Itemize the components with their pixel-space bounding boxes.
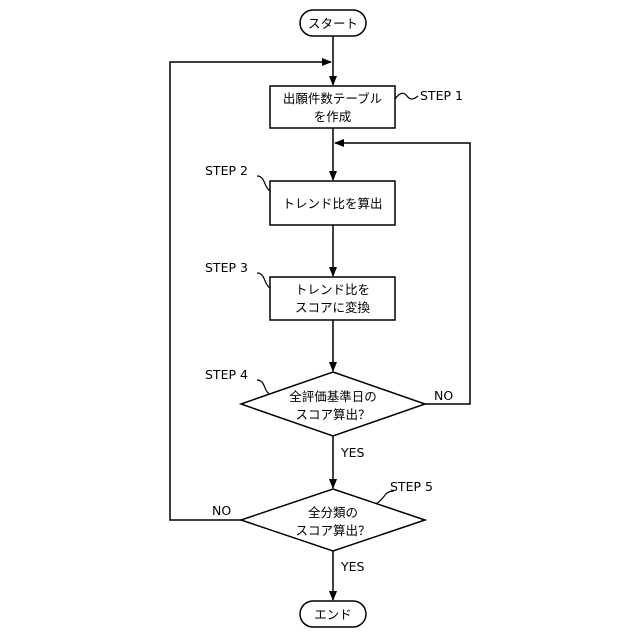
step1-leader — [395, 93, 418, 99]
step5-tag: STEP 5 — [390, 479, 433, 494]
step3-line2: スコアに変換 — [295, 300, 371, 315]
step4-no-label: NO — [434, 388, 453, 403]
step5-line1: 全分類の — [308, 505, 358, 520]
step5-diamond — [241, 489, 425, 551]
step3-tag: STEP 3 — [205, 260, 248, 275]
step5-no-label: NO — [212, 503, 231, 518]
end-terminal: エンド — [300, 601, 366, 627]
step2-process: STEP 2 トレンド比を算出 — [205, 163, 395, 225]
step4-line1: 全評価基準日の — [289, 389, 377, 404]
step1-line2: を作成 — [314, 109, 352, 124]
step4-line2: スコア算出？ — [295, 407, 370, 422]
end-label: エンド — [314, 607, 352, 622]
step4-diamond — [241, 372, 425, 436]
step5-line2: スコア算出？ — [295, 523, 370, 538]
start-label: スタート — [308, 16, 358, 31]
step1-line1: 出願件数テーブル — [283, 91, 382, 106]
step2-line1: トレンド比を算出 — [282, 196, 382, 211]
step4-yes-label: YES — [340, 445, 365, 460]
step2-tag: STEP 2 — [205, 163, 248, 178]
step1-process: 出願件数テーブル を作成 STEP 1 — [270, 86, 463, 128]
step4-tag: STEP 4 — [205, 367, 248, 382]
start-terminal: スタート — [300, 10, 366, 36]
step3-process: STEP 3 トレンド比を スコアに変換 — [205, 260, 395, 320]
step4-decision: STEP 4 全評価基準日の スコア算出？ — [205, 367, 425, 436]
step1-tag: STEP 1 — [420, 88, 463, 103]
step5-decision: 全分類の スコア算出？ STEP 5 — [241, 479, 433, 551]
step3-line1: トレンド比を — [295, 282, 370, 297]
step5-yes-label: YES — [340, 559, 365, 574]
